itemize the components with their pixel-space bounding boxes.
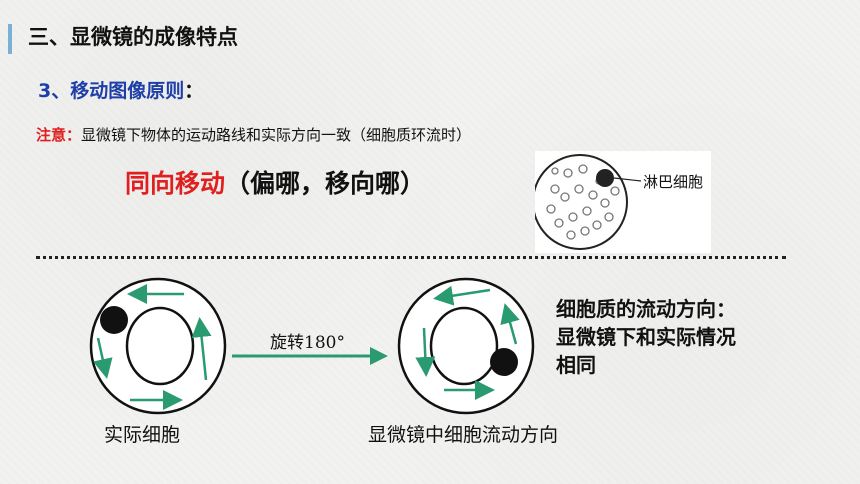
title-accent-bar: [8, 24, 12, 54]
flow-arrow-top: [433, 285, 491, 306]
description-line: 细胞质的流动方向：: [556, 297, 736, 321]
note-label: 注意：: [36, 126, 82, 144]
subtitle-colon: ：: [184, 80, 204, 102]
lymphocyte-label: 淋巴细胞: [643, 173, 703, 191]
red-blood-cells: [546, 164, 620, 240]
microscope-cell-caption: 显微镜中细胞流动方向: [368, 424, 559, 446]
description-line: 相同: [556, 353, 596, 377]
micrograph-drawing: 淋巴细胞: [535, 154, 703, 250]
rotation-label: 旋转180°: [270, 333, 345, 353]
actual-cell-caption: 实际细胞: [104, 424, 181, 446]
actual-cell-diagram: [89, 277, 227, 415]
rule-paren: （偏哪，移向哪）: [225, 169, 426, 198]
nucleus: [490, 348, 518, 376]
label-pointer-line: [613, 177, 642, 182]
section-subtitle: 3、移动图像原则：: [38, 76, 203, 103]
flow-description: 细胞质的流动方向： 显微镜下和实际情况 相同: [556, 295, 796, 379]
rule-statement: 同向移动（偏哪，移向哪）: [125, 164, 425, 200]
flow-arrow-right: [191, 317, 212, 381]
cell-outer-membrane: [397, 277, 535, 415]
lymphocyte-cell: [596, 169, 614, 187]
section-divider: [36, 256, 786, 259]
rotation-arrow: [232, 347, 388, 365]
note-text: 显微镜下物体的运动路线和实际方向一致（细胞质环流时）: [81, 126, 472, 144]
microscope-field: [535, 154, 628, 250]
rule-main: 同向移动: [125, 169, 226, 198]
note-line: 注意：显微镜下物体的运动路线和实际方向一致（细胞质环流时）: [36, 124, 471, 145]
vacuole: [125, 306, 195, 386]
flow-arrow-left: [92, 337, 113, 379]
flow-arrow-left: [415, 327, 436, 377]
flow-arrow-right: [500, 303, 520, 345]
cell-outer-membrane: [89, 277, 227, 415]
description-line: 显微镜下和实际情况: [556, 325, 736, 349]
page-title: 三、显微镜的成像特点: [28, 25, 238, 49]
microscope-cell-diagram: [397, 277, 535, 415]
vacuole: [429, 306, 499, 386]
nucleus: [100, 306, 128, 334]
subtitle-text: 3、移动图像原则: [38, 80, 185, 102]
